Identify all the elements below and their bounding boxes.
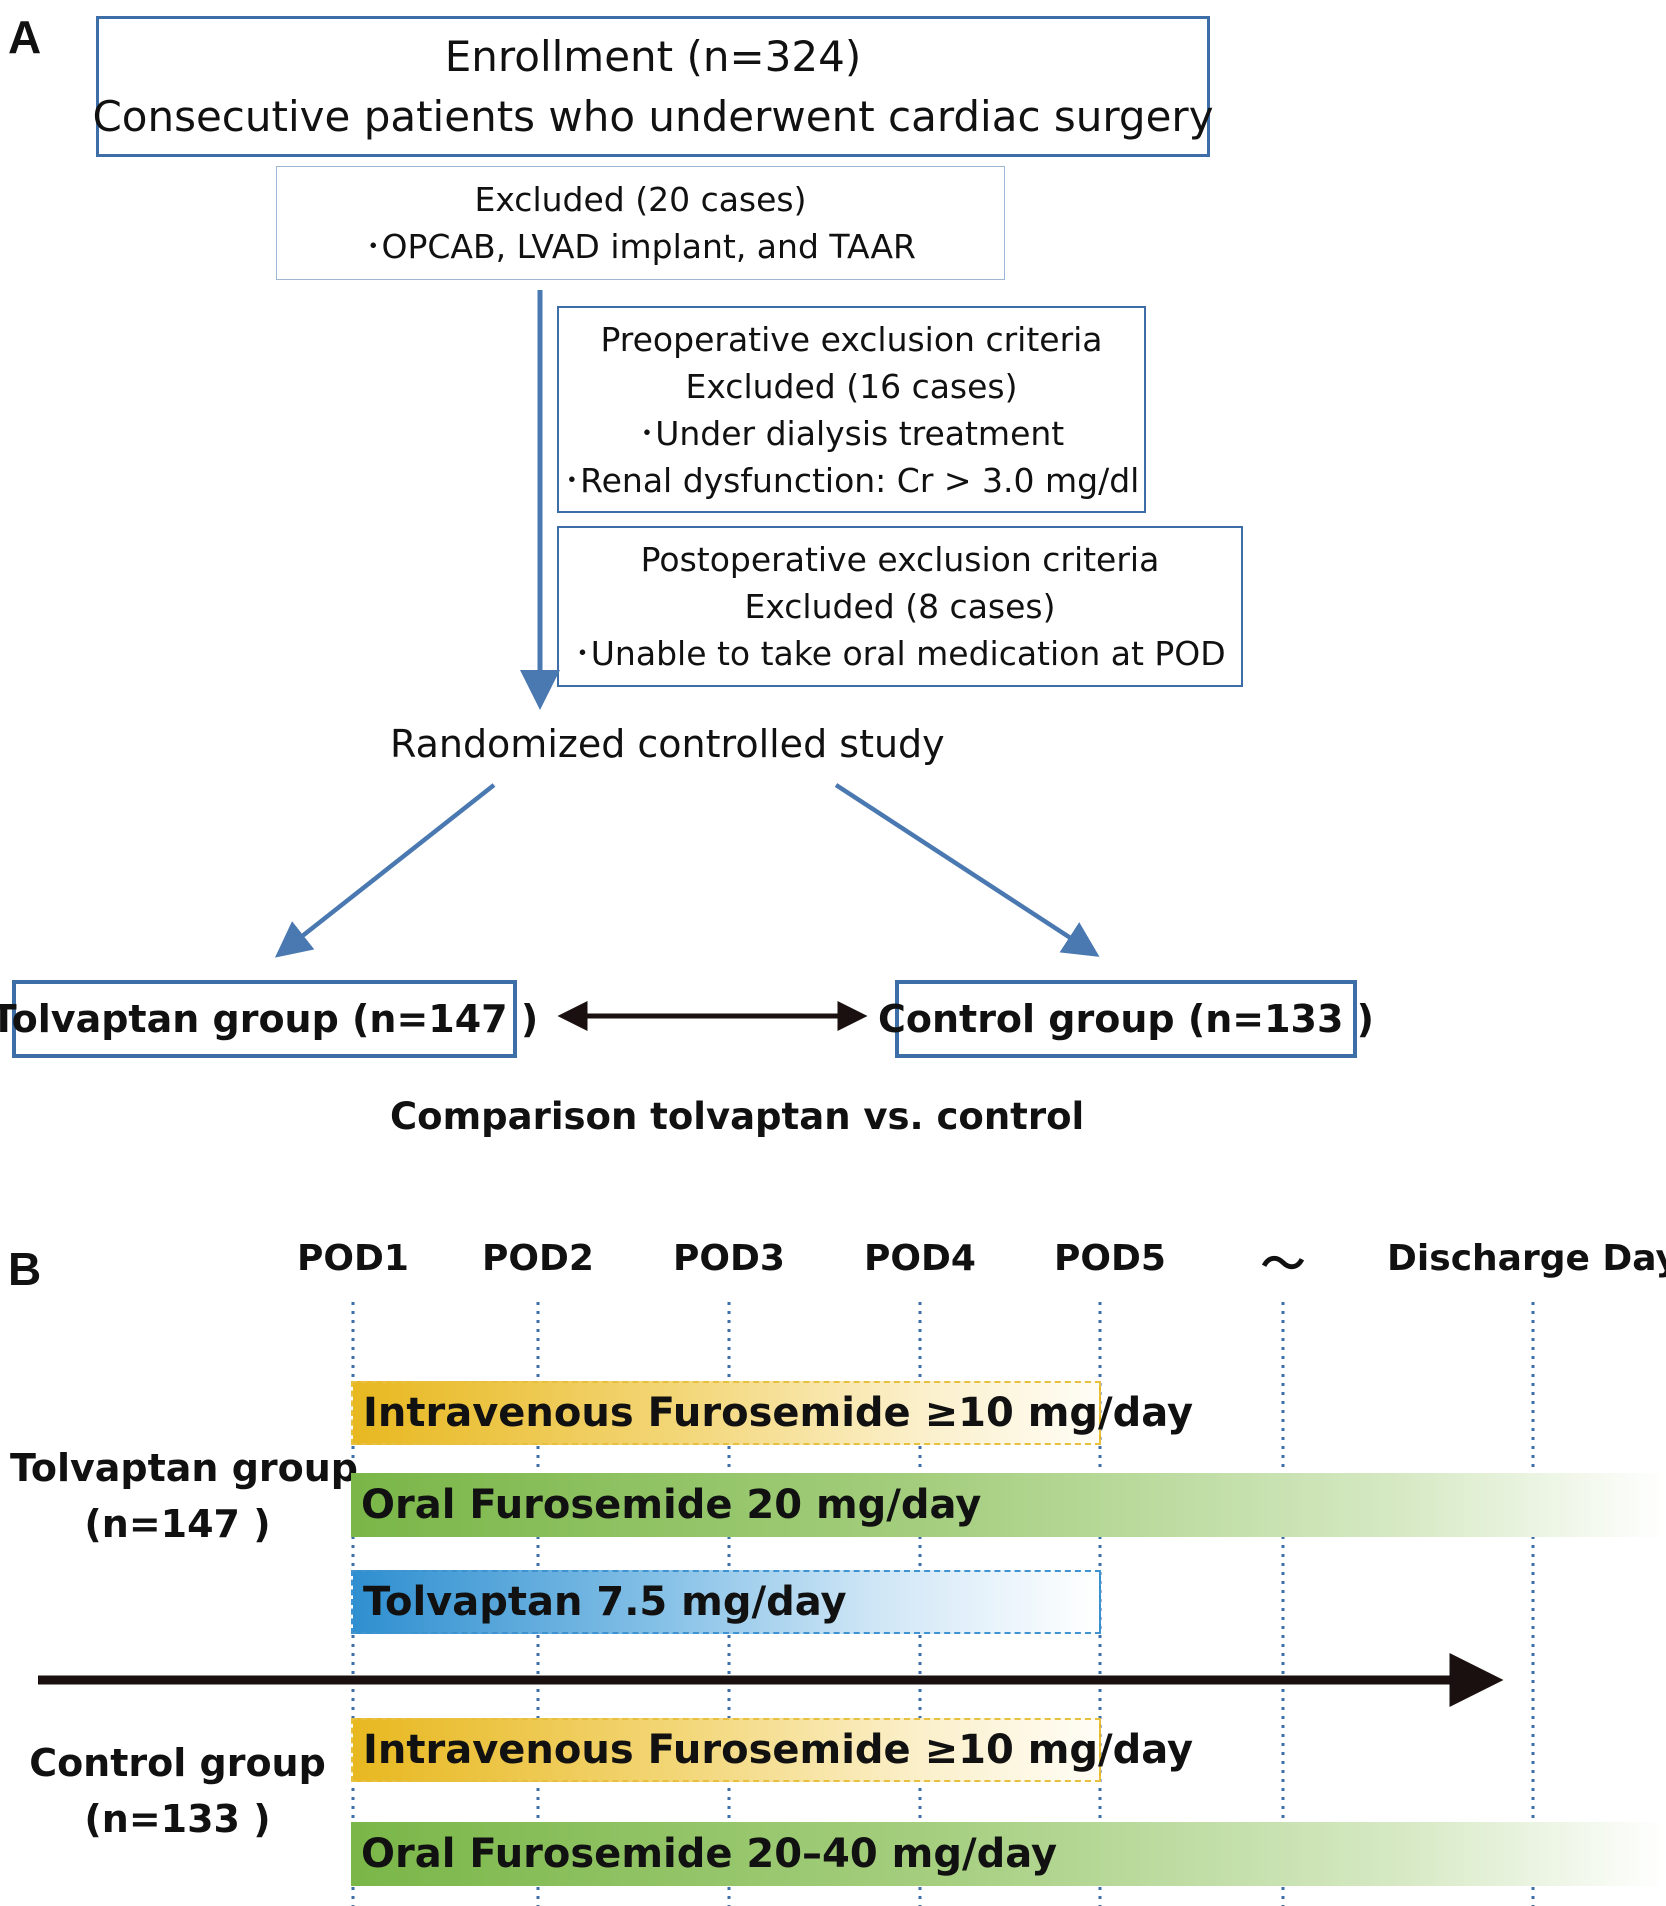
timeline-label-ellipsis: 〜 (1261, 1239, 1305, 1290)
comparison-label: Comparison tolvaptan vs. control (390, 1095, 1085, 1138)
tolvaptan-group-label: Tolvaptan group (n=147 ) (0, 997, 539, 1041)
timeline-label-pod4: POD4 (864, 1238, 976, 1279)
enrollment-description: Consecutive patients who underwent cardi… (92, 91, 1214, 141)
timeline-label-pod3: POD3 (673, 1238, 785, 1279)
tolvaptan-group-row-label: Tolvaptan group (n=147 ) (10, 1440, 359, 1552)
postop-count: Excluded (8 cases) (744, 587, 1056, 626)
timeline-label-pod1: POD1 (297, 1238, 409, 1279)
excluded-reason: ･OPCAB, LVAD implant, and TAAR (365, 227, 916, 266)
control-group-box: Control group (n=133 ) (878, 980, 1374, 1058)
arrow-to-control (834, 783, 1100, 957)
excluded-box: Excluded (20 cases) ･OPCAB, LVAD implant… (276, 166, 1005, 280)
tolvaptan-group-name: Tolvaptan group (10, 1446, 359, 1490)
preoperative-exclusion-box: Preoperative exclusion criteria Excluded… (557, 306, 1146, 513)
control-group-row-label: Control group (n=133 ) (10, 1735, 345, 1847)
control-oral-furosemide-bar: Oral Furosemide 20–40 mg/day (351, 1822, 1666, 1886)
preop-count: Excluded (16 cases) (685, 366, 1018, 406)
control-group-name: Control group (29, 1741, 326, 1785)
preop-title: Preoperative exclusion criteria (600, 319, 1103, 359)
preop-criterion-renal: ･Renal dysfunction: Cr > 3.0 mg/dl (563, 460, 1140, 500)
preop-criterion-dialysis: ･Under dialysis treatment (638, 413, 1065, 453)
panel-a-letter: A (8, 11, 42, 63)
tolvaptan-group-n: (n=147 ) (84, 1502, 271, 1546)
postop-title: Postoperative exclusion criteria (640, 540, 1160, 579)
tolvaptan-iv-furosemide-bar: Intravenous Furosemide ≥10 mg/day (351, 1381, 1193, 1445)
tolvaptan-group-box: Tolvaptan group (n=147 ) (0, 980, 538, 1058)
tolvaptan-dose-bar: Tolvaptan 7.5 mg/day (351, 1570, 1101, 1634)
timeline-label-discharge: Discharge Day (1387, 1238, 1666, 1279)
enrollment-box: Enrollment (n=324) Consecutive patients … (92, 16, 1214, 157)
randomized-study-label: Randomized controlled study (390, 722, 945, 766)
postoperative-exclusion-box: Postoperative exclusion criteria Exclude… (557, 526, 1243, 687)
excluded-count: Excluded (20 cases) (474, 180, 807, 219)
enrollment-title: Enrollment (n=324) (444, 31, 862, 81)
timeline-label-pod5: POD5 (1054, 1238, 1166, 1279)
control-iv-furosemide-bar: Intravenous Furosemide ≥10 mg/day (351, 1718, 1193, 1782)
control-group-label: Control group (n=133 ) (877, 997, 1375, 1041)
tolvaptan-oral-furosemide-bar: Oral Furosemide 20 mg/day (351, 1473, 1666, 1537)
control-group-n: (n=133 ) (84, 1797, 271, 1841)
arrow-to-tolvaptan (274, 783, 496, 958)
timeline-label-pod2: POD2 (482, 1238, 594, 1279)
postop-criterion: ･Unable to take oral medication at POD (574, 634, 1226, 673)
panel-b-letter: B (8, 1243, 42, 1295)
